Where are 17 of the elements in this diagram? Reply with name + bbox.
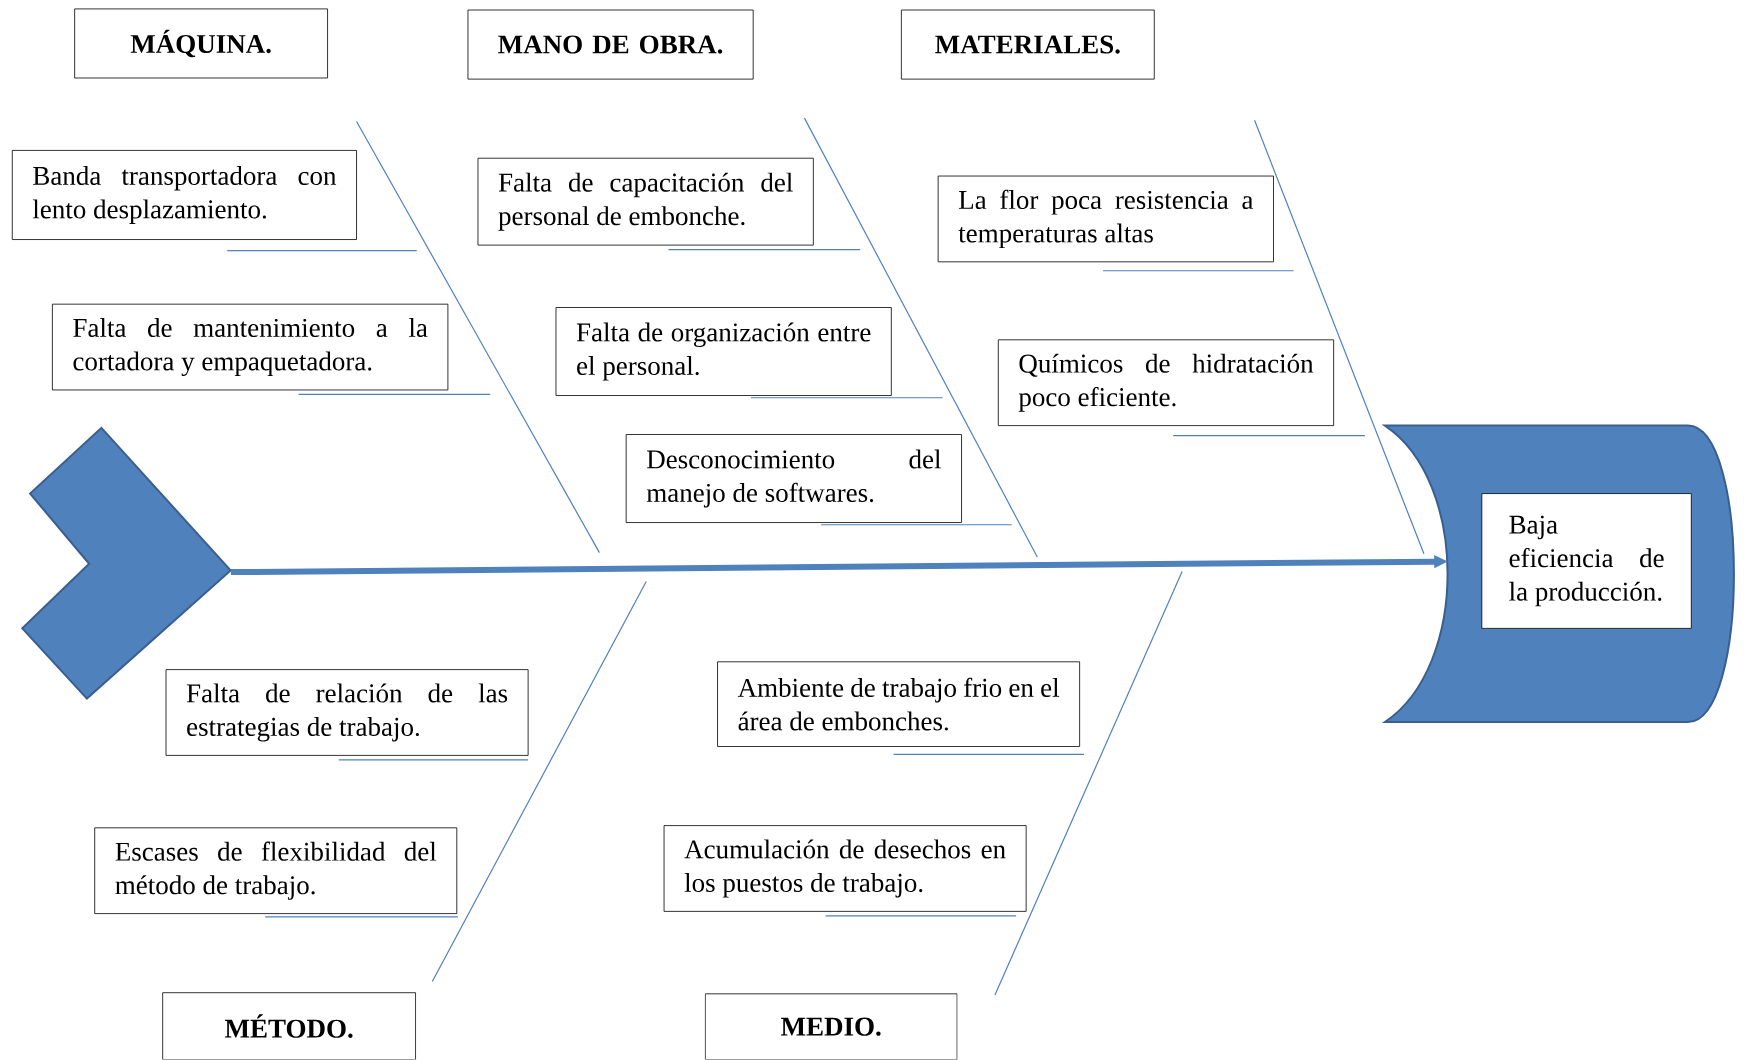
effect-box: Baja eficiencia de la producción. <box>1481 493 1692 629</box>
category-box: MÁQUINA. <box>74 8 328 79</box>
cause-box: Ambiente de trabajo frio en el área de embonches. <box>717 661 1081 748</box>
category-box: MÉTODO. <box>162 992 416 1060</box>
cause-box: Falta de organización entre el personal. <box>555 307 892 397</box>
cause-box: Químicos de hidratación poco eficiente. <box>997 339 1335 427</box>
category-box: MATERIALES. <box>900 9 1155 80</box>
category-box: MEDIO. <box>704 993 958 1060</box>
cause-box: Banda transportadora con lento desplazamiento. <box>11 150 357 241</box>
cause-box: Desconocimiento del manejo de softwares. <box>625 434 962 524</box>
cause-box: Falta de mantenimiento a la cortadora y empaquetadora. <box>52 304 449 391</box>
cause-box: Acumulación de desechos en los puestos de trabajo. <box>663 825 1027 912</box>
cause-box: Falta de capacitación del personal de embonche. <box>477 158 814 246</box>
cause-box: Falta de relación de las estrategias de trabajo. <box>165 669 529 756</box>
cause-box: Escases de flexibilidad del método de trabajo. <box>94 827 458 915</box>
category-box: MANO DE OBRA. <box>467 9 754 80</box>
cause-box: La flor poca resistencia a temperaturas altas <box>937 175 1274 263</box>
